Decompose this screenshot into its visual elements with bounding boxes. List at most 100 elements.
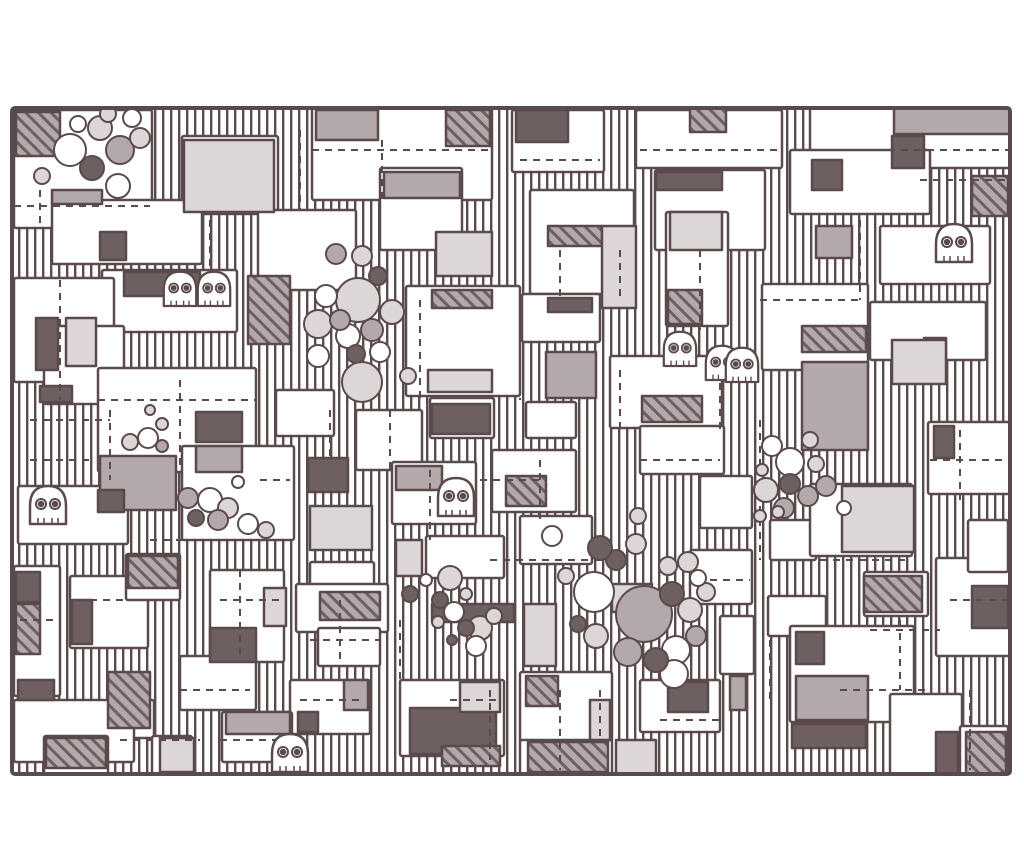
bubble xyxy=(779,473,801,495)
filled-panel xyxy=(614,738,658,774)
creature-pupil xyxy=(170,285,177,291)
filled-panel xyxy=(526,740,610,774)
filled-panel xyxy=(434,230,494,278)
filled-panel xyxy=(394,538,424,578)
bubble xyxy=(836,500,852,516)
creature-peeking xyxy=(662,330,698,368)
filled-panel xyxy=(64,316,98,368)
bubble xyxy=(677,597,703,623)
creature-fringe xyxy=(37,518,59,524)
filled-panel xyxy=(654,170,724,192)
filled-panel xyxy=(728,674,748,712)
tile-block xyxy=(178,654,258,712)
filled-panel xyxy=(106,670,152,730)
bubble xyxy=(629,507,647,525)
bubble xyxy=(329,309,351,331)
bubble xyxy=(457,619,475,637)
bubble xyxy=(573,571,615,613)
creature-pupil xyxy=(279,748,287,756)
creature-peeking xyxy=(934,222,974,264)
bubble xyxy=(431,591,449,609)
filled-panel xyxy=(862,574,924,614)
bubble xyxy=(797,485,819,507)
creature-body xyxy=(934,222,974,264)
bubble xyxy=(677,551,699,573)
bubble xyxy=(314,284,338,308)
creature-fringe xyxy=(204,300,224,306)
bubble xyxy=(689,569,707,587)
tile-block xyxy=(698,474,754,530)
filled-panel xyxy=(194,444,244,474)
filled-panel xyxy=(934,730,960,774)
creature-pupil xyxy=(957,238,965,246)
filled-panel xyxy=(14,602,42,656)
creature-peeking xyxy=(724,346,760,384)
rug-border xyxy=(10,106,1012,776)
tile-block xyxy=(404,284,522,398)
creature-fringe xyxy=(712,374,732,380)
creature-peeking xyxy=(270,732,310,774)
creature-pupil xyxy=(293,748,301,756)
filled-panel xyxy=(546,224,604,248)
filled-panel xyxy=(444,108,492,148)
bubble xyxy=(207,509,229,531)
bubble xyxy=(137,427,159,449)
bubble xyxy=(753,477,779,503)
creature-body xyxy=(724,346,760,384)
creature-body xyxy=(28,484,68,526)
creature-peeking xyxy=(436,476,476,518)
filled-panel xyxy=(544,350,598,400)
filled-panel xyxy=(688,108,728,134)
creature-fringe xyxy=(943,256,965,262)
bubble xyxy=(360,318,384,342)
bubble xyxy=(643,647,669,673)
bubble xyxy=(155,439,169,453)
filled-panel xyxy=(640,394,704,424)
bubble xyxy=(155,417,169,431)
creature-peeking xyxy=(196,270,232,308)
creature-pupil xyxy=(51,500,59,508)
creature-pupil xyxy=(445,492,453,500)
filled-panel xyxy=(208,626,258,664)
bubble xyxy=(346,344,366,364)
bubble xyxy=(815,475,837,497)
filled-panel xyxy=(14,110,62,158)
bubble xyxy=(659,581,685,607)
filled-panel xyxy=(964,730,1008,774)
bubble xyxy=(306,344,330,368)
filled-panel xyxy=(182,138,276,214)
bubble xyxy=(685,625,707,647)
bubble xyxy=(801,431,819,449)
bubble xyxy=(465,635,487,657)
filled-panel xyxy=(430,402,492,436)
filled-panel xyxy=(296,710,320,734)
bubble xyxy=(325,243,347,265)
bubble xyxy=(399,367,417,385)
filled-panel xyxy=(224,710,292,736)
bubble xyxy=(177,487,199,509)
filled-panel xyxy=(98,230,128,262)
filled-panel xyxy=(840,484,916,554)
filled-panel xyxy=(96,488,126,514)
creature-body xyxy=(662,330,698,368)
bubble xyxy=(625,533,647,555)
bubble xyxy=(753,509,767,523)
filled-panel xyxy=(318,590,382,622)
creature-pupil xyxy=(183,285,190,291)
filled-panel xyxy=(158,736,196,774)
bubble xyxy=(658,556,678,576)
filled-panel xyxy=(38,384,74,404)
bubble xyxy=(696,582,716,602)
filled-panel xyxy=(790,722,868,750)
filled-panel xyxy=(14,570,42,604)
filled-panel xyxy=(16,678,56,702)
bubble xyxy=(231,475,245,489)
bubble xyxy=(437,565,463,591)
creature-pupil xyxy=(732,361,739,367)
bubble xyxy=(122,108,142,128)
bubble xyxy=(761,435,783,457)
bubble xyxy=(419,573,433,587)
bubble xyxy=(459,587,473,601)
filled-panel xyxy=(794,674,870,722)
